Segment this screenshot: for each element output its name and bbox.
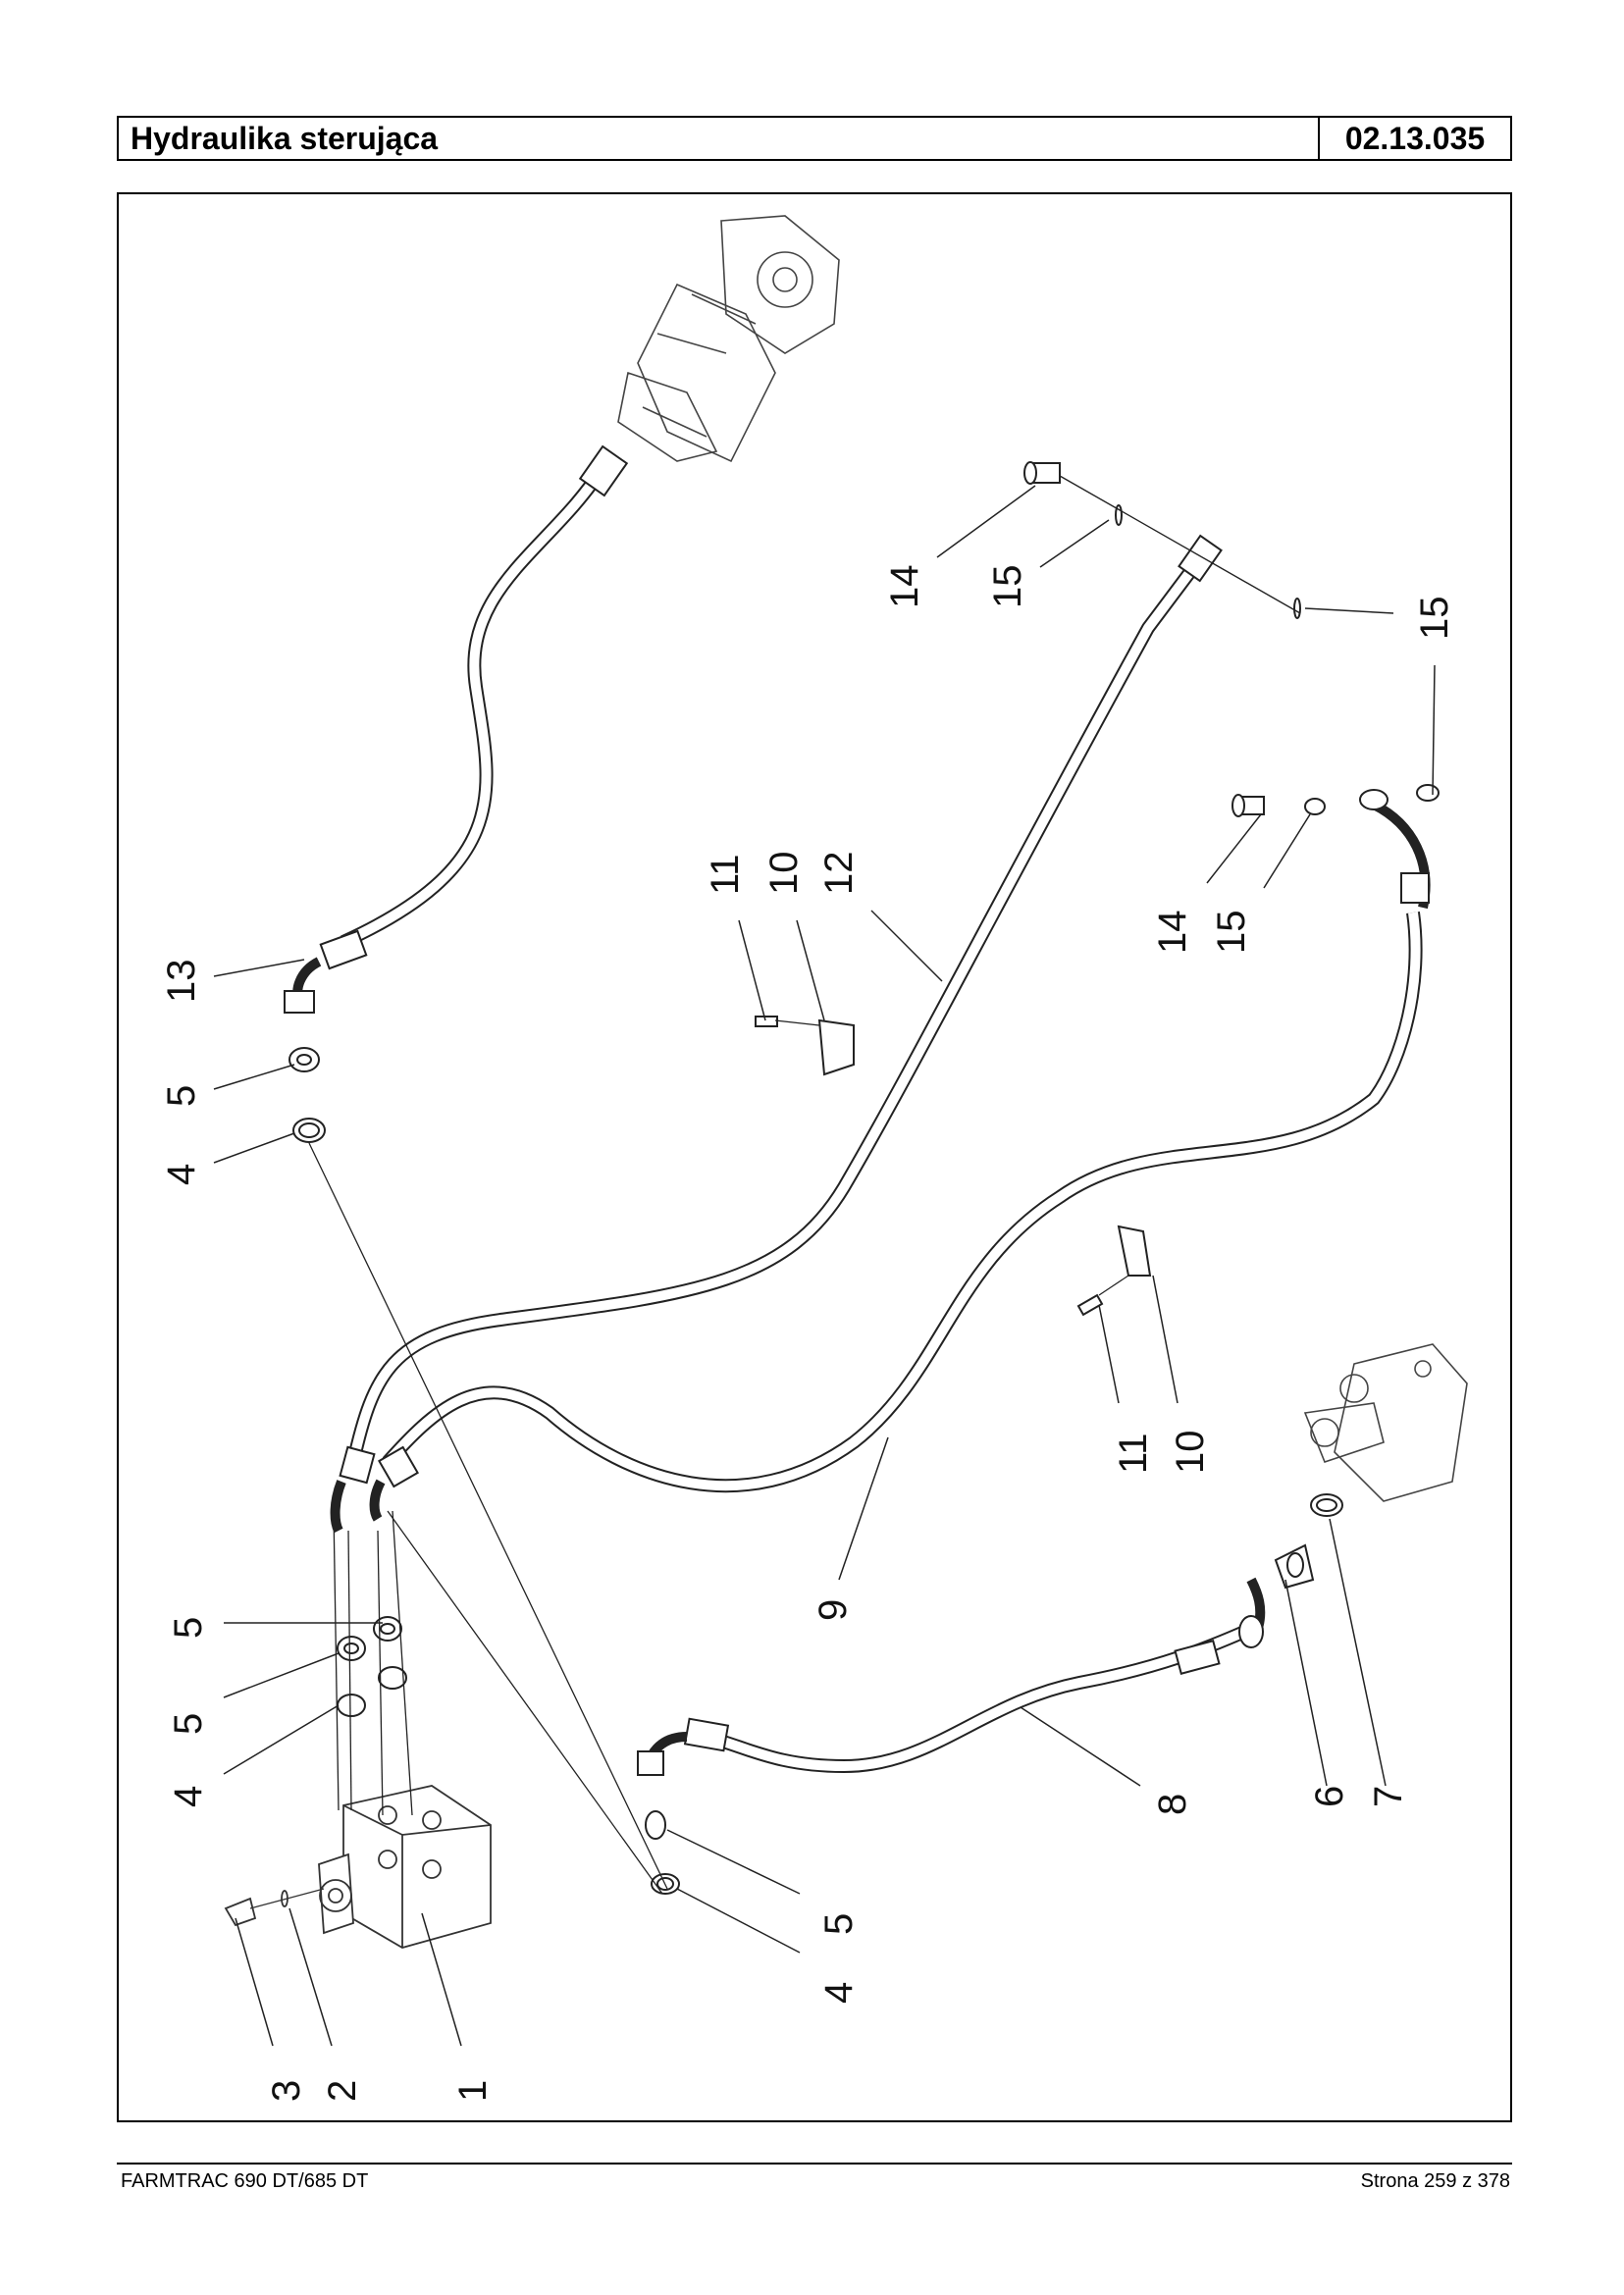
assembly-lines (308, 1142, 668, 1895)
callout-5-left-mid: 5 (167, 1713, 210, 1735)
callout-15-upper-left: 15 (986, 565, 1029, 609)
callout-2: 2 (321, 2080, 364, 2102)
callout-6: 6 (1308, 1786, 1351, 1807)
valve-block-drawing (1303, 1343, 1468, 1502)
callout-15-upper-right: 15 (1413, 597, 1456, 641)
callout-5-lower: 5 (817, 1913, 861, 1935)
callout-5-left-top: 5 (167, 1617, 210, 1639)
diagram-frame (117, 192, 1512, 2122)
footer-model: FARMTRAC 690 DT/685 DT (121, 2170, 369, 2192)
callout-8: 8 (1151, 1794, 1194, 1815)
callout-12: 12 (817, 852, 861, 896)
footer-page-number: Strona 259 z 378 (1360, 2170, 1510, 2192)
callout-4-upper: 4 (160, 1164, 203, 1185)
hose-12 (330, 534, 1223, 1534)
callout-13: 13 (160, 960, 203, 1004)
callout-11-lower: 11 (1112, 1433, 1155, 1474)
clamp-10-11-lower (1076, 1225, 1152, 1317)
hose-8 (637, 1577, 1266, 1776)
page-title: Hydraulika sterująca (119, 118, 1320, 159)
callout-14-right: 14 (1151, 911, 1194, 955)
pump-drawing (617, 215, 840, 463)
callout-4-lower: 4 (817, 1982, 861, 2004)
leader-lines (213, 485, 1436, 2047)
callout-7: 7 (1367, 1786, 1410, 1807)
steering-unit-drawing (224, 1785, 492, 1949)
fitting-14-15-right (1231, 784, 1440, 817)
clamp-10-11-upper (755, 1016, 855, 1076)
fitting-5-upper (288, 1047, 326, 1143)
hose-13 (284, 444, 629, 1014)
header-bar: Hydraulika sterująca 02.13.035 (117, 116, 1512, 161)
callout-11-upper: 11 (704, 854, 747, 895)
section-code: 02.13.035 (1344, 121, 1486, 156)
callout-14-upper: 14 (883, 565, 926, 609)
callout-10-lower: 10 (1169, 1431, 1212, 1475)
callout-9: 9 (812, 1599, 855, 1621)
callout-4-left: 4 (167, 1786, 210, 1807)
hose-9 (369, 789, 1431, 1522)
callout-3: 3 (265, 2080, 308, 2102)
callout-1: 1 (451, 2080, 495, 2102)
callout-5-upper: 5 (160, 1085, 203, 1107)
fitting-5-5-4-left (337, 1616, 407, 1717)
footer-divider (117, 2163, 1512, 2165)
callout-10-upper: 10 (762, 852, 806, 896)
fitting-14-15-upper (1023, 461, 1301, 619)
fitting-6-7 (1274, 1493, 1343, 1590)
callout-15-right: 15 (1210, 911, 1253, 955)
fitting-5-4-lower (645, 1810, 680, 1895)
